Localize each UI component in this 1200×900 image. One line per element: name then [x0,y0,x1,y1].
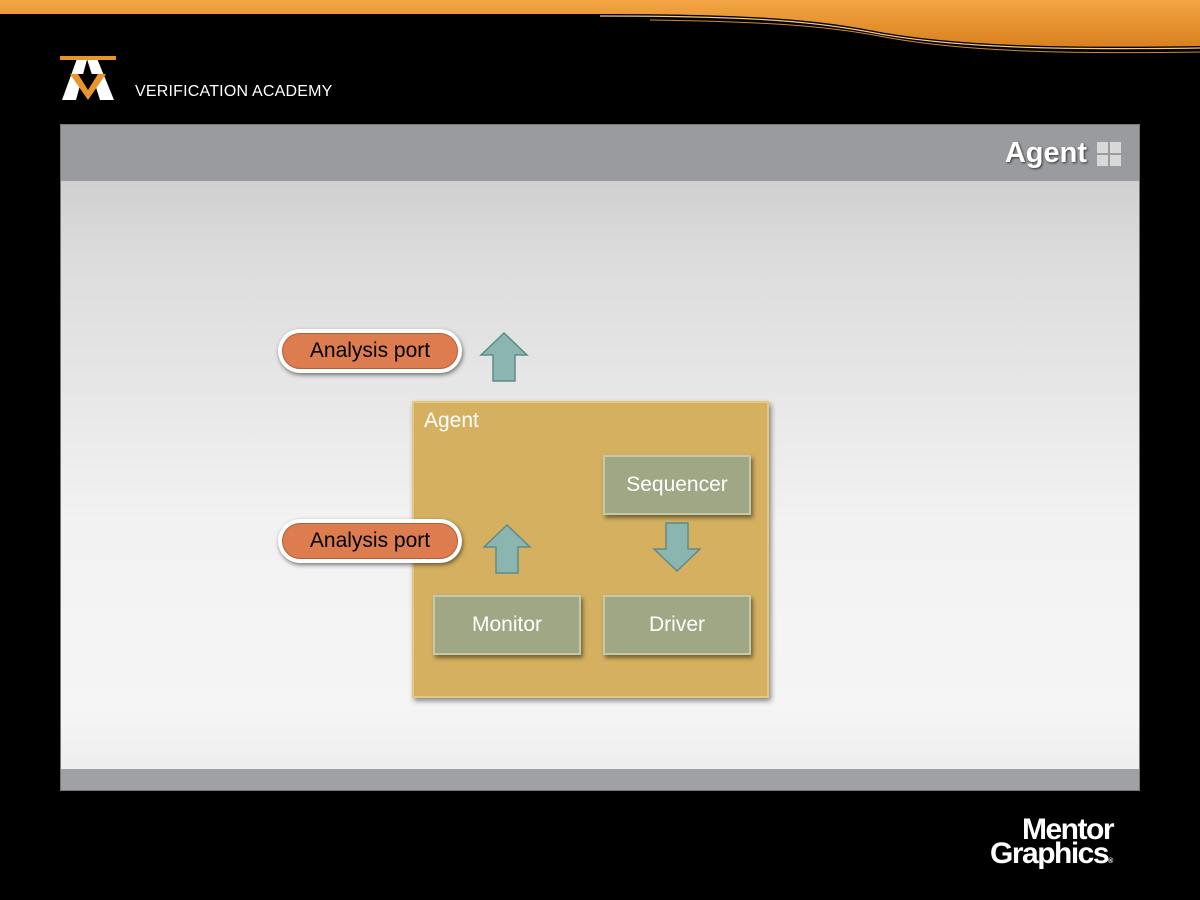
mentor-graphics-logo: Mentor Graphics® [990,813,1115,874]
agent-block: Agent Sequencer Monitor Driver [412,401,769,698]
agent-label: Agent [424,409,479,432]
slide-panel: Agent Analysis port Agent Sequencer Moni… [60,124,1140,791]
verification-academy-logo-icon [60,56,116,100]
grid-icon [1097,142,1121,166]
title-bar: Agent [61,125,1139,181]
analysis-port-label: Analysis port [282,523,458,559]
analysis-port-monitor: Analysis port [278,519,462,563]
analysis-port-label: Analysis port [282,333,458,369]
footer-bar [61,769,1139,790]
up-arrow-icon [479,331,529,382]
sequencer-block: Sequencer [603,455,751,515]
logo-word-mentor: Mentor [1022,813,1115,846]
header-swoosh [0,0,1200,54]
slide-title: Agent [1004,137,1087,169]
analysis-port-top: Analysis port [278,329,462,373]
up-arrow-icon [482,523,532,574]
driver-block: Driver [603,595,751,655]
logo-word-graphics: Graphics® [990,837,1114,870]
down-arrow-icon [652,522,702,573]
monitor-block: Monitor [433,595,581,655]
academy-name: VERIFICATION ACADEMY [135,83,333,100]
